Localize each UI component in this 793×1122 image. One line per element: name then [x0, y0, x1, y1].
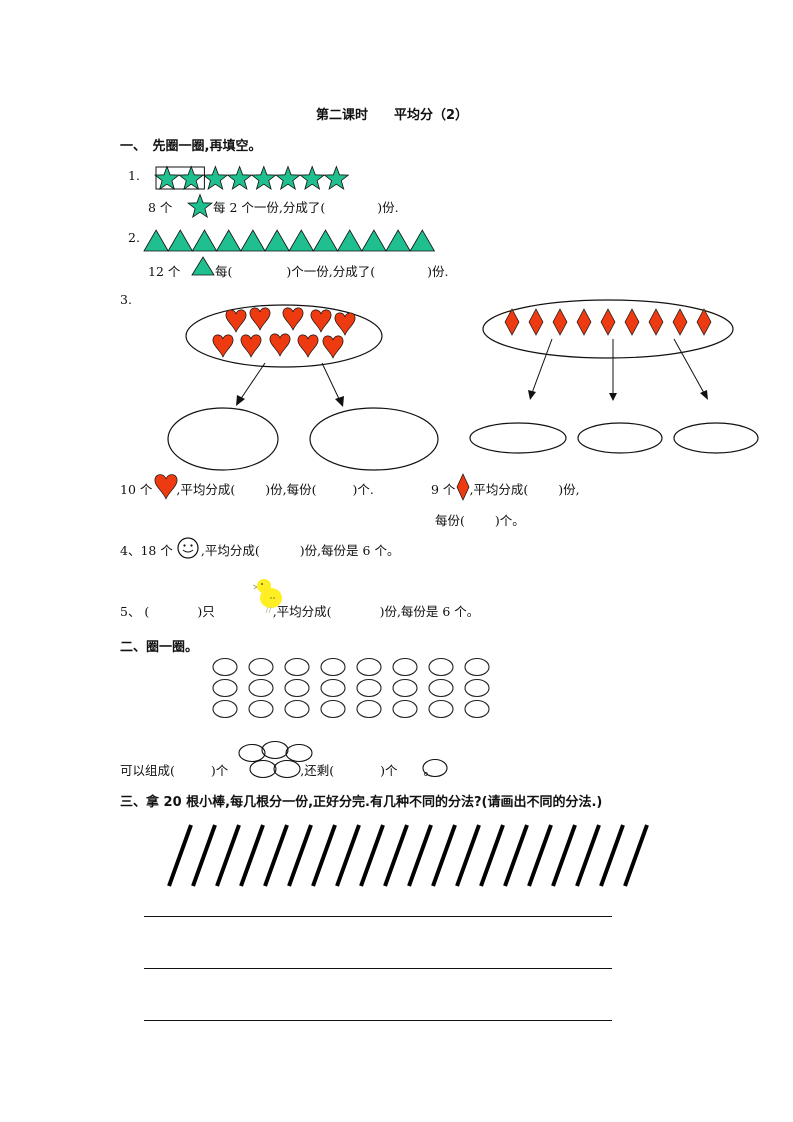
grid-oval[interactable] — [320, 699, 346, 719]
hearts-diagram — [167, 304, 439, 471]
section-2-heading: 二、圈一圈。 — [120, 640, 199, 655]
grid-oval[interactable] — [392, 657, 418, 677]
q1-rest-text: 每 2 个一份,分成了( — [213, 200, 326, 215]
q5-sentence: 5、 ( )只 ,平均分成( )份,每份是 6 个。 — [120, 601, 479, 620]
q2-rest-text: 每( — [215, 264, 233, 279]
heart-group-oval-1[interactable] — [167, 407, 279, 471]
grid-oval[interactable] — [248, 699, 274, 719]
grid-oval[interactable] — [356, 678, 382, 698]
triangle-icon — [191, 256, 215, 276]
heart-group-oval-2[interactable] — [309, 407, 439, 471]
grid-oval[interactable] — [320, 678, 346, 698]
diamond-group-oval-2[interactable] — [577, 422, 663, 454]
q3-left-text-c: )份,每份( — [265, 482, 317, 497]
q5-text-d: )份,每份是 6 个。 — [379, 604, 480, 619]
answer-line-1[interactable] — [144, 916, 612, 917]
q2-number: 2. — [128, 230, 140, 245]
section-3-heading: 三、拿 20 根小棒,每几根分一份,正好分完.有几种不同的分法?(请画出不同的分… — [120, 795, 603, 810]
grid-oval[interactable] — [212, 678, 238, 698]
diamonds-diagram — [469, 299, 759, 454]
q3-left-text-b: ,平均分成( — [176, 482, 236, 497]
s2-text-b: )个 — [210, 763, 229, 778]
diamond-group-oval-1[interactable] — [469, 422, 567, 454]
q5-text-a: 5、 ( — [120, 604, 150, 619]
triangle-row — [143, 229, 436, 252]
grid-oval[interactable] — [212, 657, 238, 677]
oval-grid — [212, 657, 490, 719]
q5-text-c: ,平均分成( — [272, 604, 332, 619]
grid-oval[interactable] — [392, 699, 418, 719]
grid-oval[interactable] — [284, 699, 310, 719]
single-oval-icon — [422, 758, 448, 778]
grid-oval[interactable] — [464, 678, 490, 698]
page-title: 第二课时 平均分（2） — [316, 108, 469, 123]
q3-right-text-b: ,平均分成( — [469, 482, 529, 497]
answer-line-2[interactable] — [144, 968, 612, 969]
grid-oval[interactable] — [428, 678, 454, 698]
q3-right-sentence: 9 个 ,平均分成( )份, — [431, 479, 580, 498]
q2-mid-text: )个一份,分成了( — [286, 264, 376, 279]
q4-sentence: 4、18 个 ,平均分成( )份,每份是 6 个。 — [120, 540, 399, 559]
grid-oval[interactable] — [284, 678, 310, 698]
answer-line-3[interactable] — [144, 1020, 612, 1021]
grid-oval[interactable] — [464, 699, 490, 719]
diamond-icon — [456, 473, 470, 501]
grid-oval[interactable] — [320, 657, 346, 677]
q1-end-text: )份. — [377, 200, 399, 215]
diamond-group-oval-3[interactable] — [673, 422, 759, 454]
q4-count: 4、18 个 — [120, 543, 173, 558]
q1-sentence: 每 2 个一份,分成了( )份. — [213, 197, 399, 216]
s2-text-d: )个 — [380, 763, 398, 778]
q1-count-text: 8 个 — [148, 200, 173, 215]
q3-left-count: 10 个 — [120, 482, 153, 497]
q1-number: 1. — [128, 168, 140, 183]
chick-icon — [252, 579, 282, 614]
q2-sentence: 每( )个一份,分成了( )份. — [215, 261, 448, 280]
grid-oval[interactable] — [212, 699, 238, 719]
q3-right-text-c: )份, — [558, 482, 580, 497]
q3-left-text-d: )个. — [352, 482, 374, 497]
grid-oval[interactable] — [392, 678, 418, 698]
s2-text-a: 可以组成( — [120, 763, 175, 778]
grid-oval[interactable] — [356, 699, 382, 719]
grid-oval[interactable] — [248, 657, 274, 677]
q3-right-line2: 每份( )个。 — [435, 510, 525, 529]
q3-number: 3. — [120, 292, 132, 307]
grid-oval[interactable] — [428, 657, 454, 677]
grid-oval[interactable] — [284, 657, 310, 677]
q4-text-c: )份,每份是 6 个。 — [299, 543, 400, 558]
q2-end-text: )份. — [427, 264, 449, 279]
q5-text-b: )只 — [197, 604, 215, 619]
q3-right-count: 9 个 — [431, 482, 456, 497]
grid-oval[interactable] — [428, 699, 454, 719]
heart-icon — [154, 474, 178, 500]
grid-oval[interactable] — [356, 657, 382, 677]
s2-text-c: ,还剩( — [300, 763, 335, 778]
q3-left-sentence: 10 个 ,平均分成( )份,每份( )个. — [120, 479, 374, 498]
section-1-heading: 一、 先圈一圈,再填空。 — [120, 139, 262, 154]
star-row — [153, 165, 350, 191]
q3-right-line2-a: 每份( — [435, 513, 465, 528]
grid-oval[interactable] — [464, 657, 490, 677]
grid-oval[interactable] — [248, 678, 274, 698]
smiley-face-icon — [177, 537, 199, 559]
sticks-row — [167, 824, 649, 887]
q4-text-b: ,平均分成( — [200, 543, 260, 558]
star-icon — [186, 193, 214, 219]
q2-count-text: 12 个 — [148, 264, 181, 279]
q3-right-line2-b: )个。 — [494, 513, 525, 528]
oval-cluster-icon — [238, 740, 313, 779]
